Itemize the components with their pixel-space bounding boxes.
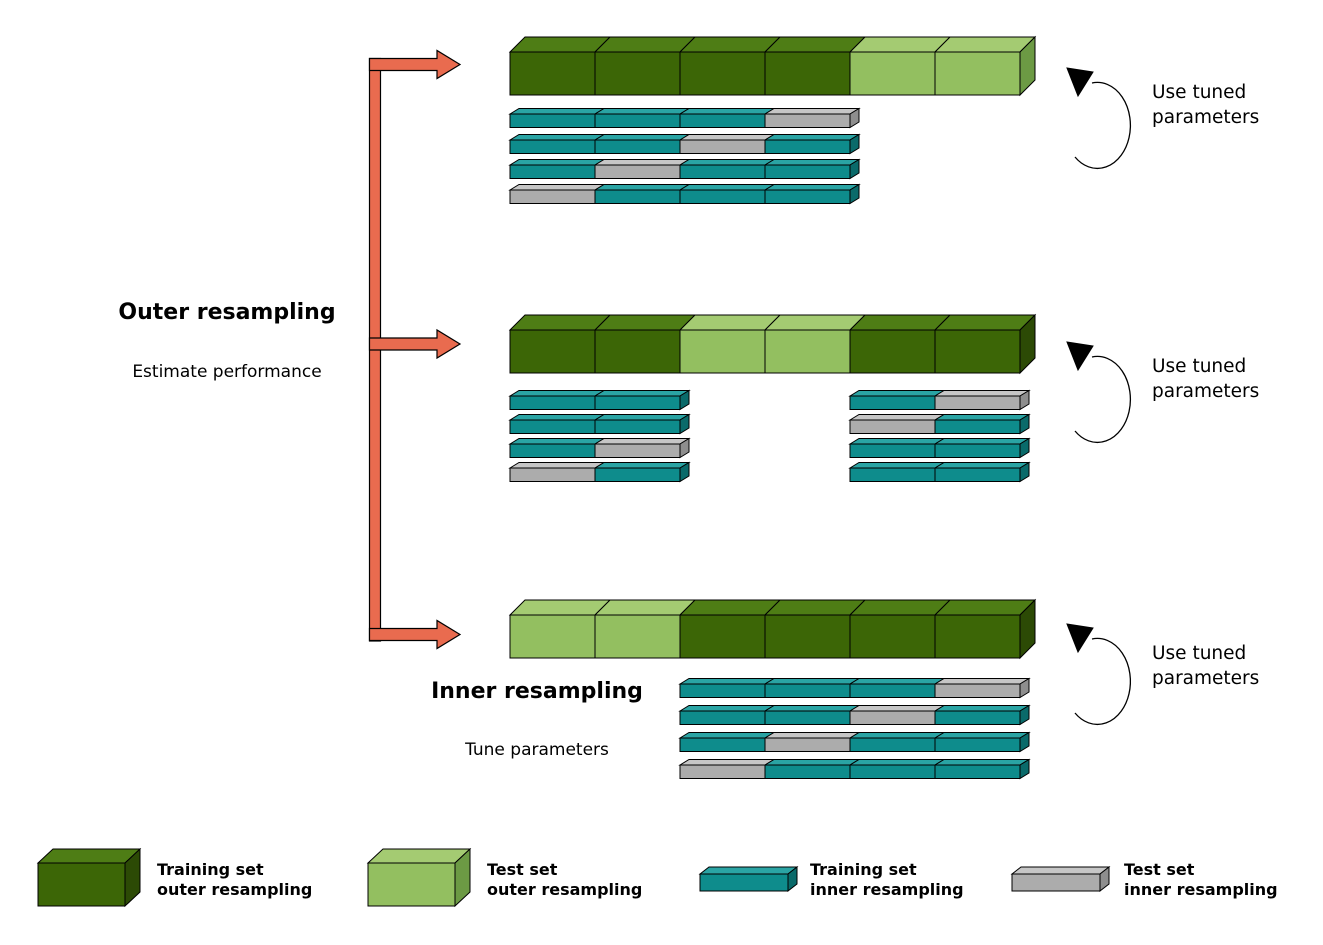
inner-segment-row1-bar4-test bbox=[508, 184, 606, 204]
inner-segment-row2-bar2-train bbox=[593, 413, 691, 435]
outer-resampling-title: Outer resampling bbox=[118, 300, 336, 325]
outer-block-row1-2-train bbox=[593, 36, 697, 96]
inner-segment-row3-bar4-train bbox=[763, 759, 861, 779]
inner-segment-row2-bar1-train bbox=[593, 389, 691, 411]
inner-resampling-subtitle: Tune parameters bbox=[465, 740, 609, 760]
flow-arrow-icon-1 bbox=[368, 49, 462, 80]
inner-segment-row2-bar2-test bbox=[848, 414, 946, 434]
inner-segment-row1-bar2-train bbox=[508, 134, 606, 154]
outer-block-row2-5-train bbox=[848, 314, 952, 374]
inner-segment-row1-bar1-train bbox=[678, 108, 776, 128]
inner-segment-row3-bar2-test bbox=[848, 705, 946, 725]
outer-block-row1-5-test bbox=[848, 36, 952, 96]
outer-block-row2-2-train bbox=[593, 314, 697, 374]
use-tuned-line2: parameters bbox=[1152, 107, 1260, 128]
legend-label-inner-test: Test set inner resampling bbox=[1124, 860, 1278, 900]
use-tuned-label-3: Use tuned parameters bbox=[1152, 641, 1259, 691]
legend-line: Training set bbox=[810, 860, 917, 879]
flow-arrow-icon-3 bbox=[368, 619, 462, 650]
inner-segment-row1-bar3-train bbox=[678, 159, 776, 179]
inner-segment-row1-bar2-train bbox=[763, 133, 861, 155]
inner-segment-row2-bar2-train bbox=[933, 413, 1031, 435]
legend-line: outer resampling bbox=[157, 880, 313, 899]
outer-block-row1-1-train bbox=[508, 36, 612, 96]
use-tuned-line2: parameters bbox=[1152, 668, 1260, 689]
inner-segment-row1-bar1-test bbox=[763, 107, 861, 129]
outer-block-row3-2-test bbox=[593, 599, 697, 659]
inner-segment-row3-bar2-train bbox=[763, 705, 861, 725]
inner-segment-row1-bar2-test bbox=[678, 134, 776, 154]
outer-block-row2-4-test bbox=[763, 314, 867, 374]
use-tuned-line1: Use tuned bbox=[1152, 82, 1247, 103]
outer-block-row3-6-train bbox=[933, 598, 1037, 660]
legend-swatch-outer_train bbox=[36, 847, 142, 908]
legend-line: outer resampling bbox=[487, 880, 643, 899]
inner-segment-row3-bar3-train bbox=[848, 732, 946, 752]
inner-segment-row1-bar1-train bbox=[593, 108, 691, 128]
outer-block-row2-1-train bbox=[508, 314, 612, 374]
inner-segment-row3-bar2-train bbox=[678, 705, 776, 725]
inner-segment-row2-bar1-train bbox=[848, 390, 946, 410]
inner-segment-row1-bar4-train bbox=[763, 183, 861, 205]
inner-segment-row2-bar4-train bbox=[593, 461, 691, 483]
legend-line: Training set bbox=[157, 860, 264, 879]
inner-segment-row3-bar1-train bbox=[678, 678, 776, 698]
inner-segment-row2-bar3-test bbox=[593, 437, 691, 459]
inner-segment-row2-bar3-train bbox=[848, 438, 946, 458]
legend-swatch-outer_test bbox=[366, 847, 472, 908]
legend-swatch-inner_train bbox=[698, 865, 799, 893]
inner-segment-row3-bar4-test bbox=[678, 759, 776, 779]
use-tuned-label-1: Use tuned parameters bbox=[1152, 80, 1259, 130]
legend-line: inner resampling bbox=[1124, 880, 1278, 899]
use-tuned-line2: parameters bbox=[1152, 381, 1260, 402]
inner-segment-row1-bar3-test bbox=[593, 159, 691, 179]
inner-segment-row1-bar3-train bbox=[508, 159, 606, 179]
use-tuned-label-2: Use tuned parameters bbox=[1152, 354, 1259, 404]
legend-line: Test set bbox=[1124, 860, 1195, 879]
inner-segment-row2-bar4-train bbox=[933, 461, 1031, 483]
outer-block-row2-6-train bbox=[933, 313, 1037, 375]
inner-segment-row2-bar4-test bbox=[508, 462, 606, 482]
inner-segment-row1-bar4-train bbox=[593, 184, 691, 204]
inner-segment-row3-bar4-train bbox=[848, 759, 946, 779]
inner-segment-row2-bar2-train bbox=[508, 414, 606, 434]
legend-swatch-inner_test bbox=[1010, 865, 1111, 893]
outer-block-row1-6-test bbox=[933, 35, 1037, 97]
legend-line: Test set bbox=[487, 860, 558, 879]
outer-resampling-subtitle: Estimate performance bbox=[132, 362, 322, 382]
inner-segment-row3-bar4-train bbox=[933, 758, 1031, 780]
inner-segment-row1-bar1-train bbox=[508, 108, 606, 128]
inner-segment-row3-bar2-train bbox=[933, 704, 1031, 726]
circular-arrow-icon-3 bbox=[1066, 623, 1132, 726]
circular-arrow-icon-1 bbox=[1066, 67, 1132, 170]
inner-segment-row3-bar1-train bbox=[848, 678, 946, 698]
circular-arrow-icon-2 bbox=[1066, 341, 1132, 444]
outer-block-row3-5-train bbox=[848, 599, 952, 659]
inner-segment-row1-bar4-train bbox=[678, 184, 776, 204]
legend-label-outer-test: Test set outer resampling bbox=[487, 860, 642, 900]
inner-segment-row2-bar1-train bbox=[508, 390, 606, 410]
legend-label-outer-train: Training set outer resampling bbox=[157, 860, 312, 900]
inner-segment-row3-bar1-train bbox=[763, 678, 861, 698]
inner-segment-row3-bar3-train bbox=[678, 732, 776, 752]
outer-block-row3-4-train bbox=[763, 599, 867, 659]
use-tuned-line1: Use tuned bbox=[1152, 356, 1247, 377]
outer-block-row3-1-test bbox=[508, 599, 612, 659]
inner-segment-row2-bar3-train bbox=[508, 438, 606, 458]
inner-segment-row2-bar3-train bbox=[933, 437, 1031, 459]
use-tuned-line1: Use tuned bbox=[1152, 643, 1247, 664]
outer-block-row1-4-train bbox=[763, 36, 867, 96]
inner-segment-row3-bar3-test bbox=[763, 732, 861, 752]
inner-segment-row3-bar1-test bbox=[933, 677, 1031, 699]
inner-segment-row1-bar2-train bbox=[593, 134, 691, 154]
flow-arrow-icon-2 bbox=[368, 328, 462, 360]
legend-label-inner-train: Training set inner resampling bbox=[810, 860, 964, 900]
inner-segment-row3-bar3-train bbox=[933, 731, 1031, 753]
inner-segment-row2-bar4-train bbox=[848, 462, 946, 482]
inner-segment-row1-bar3-train bbox=[763, 158, 861, 180]
inner-resampling-title: Inner resampling bbox=[431, 679, 643, 704]
legend-line: inner resampling bbox=[810, 880, 964, 899]
inner-segment-row2-bar1-test bbox=[933, 389, 1031, 411]
